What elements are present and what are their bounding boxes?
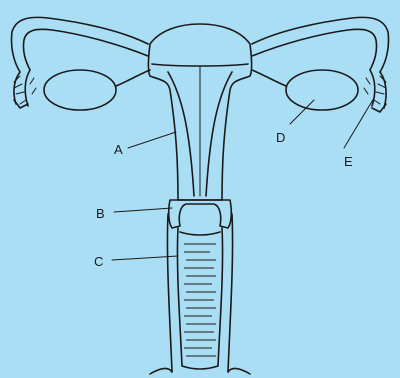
label-d: D <box>276 130 285 145</box>
leader-a <box>128 132 176 148</box>
vaginal-rugae <box>184 244 216 356</box>
left-ovary <box>44 70 116 110</box>
left-fimbriae <box>14 70 36 108</box>
vagina <box>167 214 172 372</box>
right-ovary <box>286 70 358 110</box>
right-fallopian-tube <box>252 17 389 72</box>
leader-e <box>344 98 374 148</box>
label-a: A <box>114 142 123 157</box>
label-c: C <box>94 254 103 269</box>
leader-b <box>114 208 172 212</box>
right-fimbriae <box>364 70 386 112</box>
label-b: B <box>96 206 105 221</box>
leader-d <box>290 100 314 124</box>
cervix <box>169 200 232 228</box>
left-fallopian-tube <box>11 17 148 72</box>
label-e: E <box>344 154 353 169</box>
